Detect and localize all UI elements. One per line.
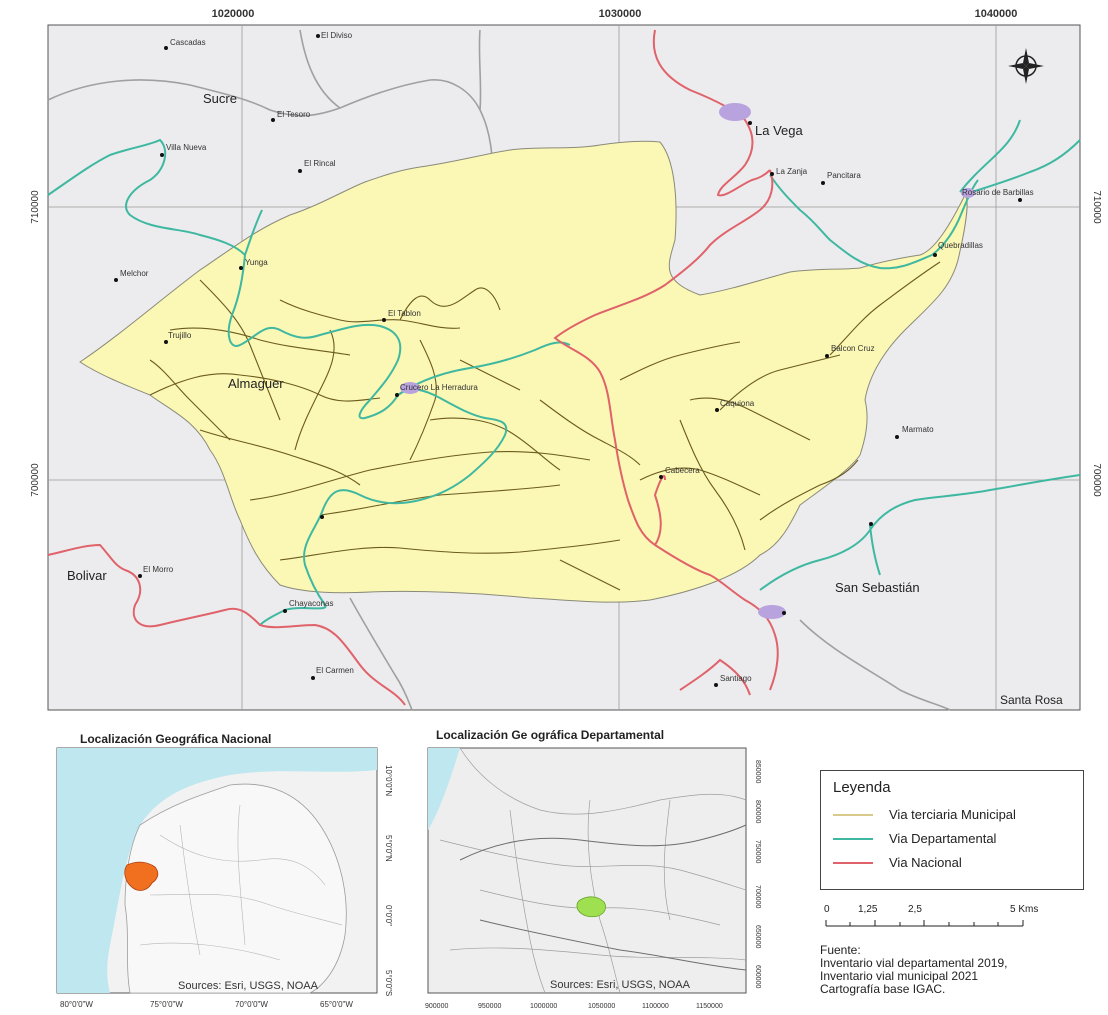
inset-national-rtick-1: 10°0'0"N xyxy=(384,765,393,796)
label-el-rincal: El Rincal xyxy=(304,159,336,168)
label-quebradillas: Quebradillas xyxy=(938,241,983,250)
label-penchera: Pancitara xyxy=(827,171,861,180)
inset-department-outline xyxy=(459,824,747,971)
label-el-morro: El Morro xyxy=(143,565,174,574)
inset-department-rtick-3: 750000 xyxy=(754,840,761,863)
label-villa-nueva: Villa Nueva xyxy=(166,143,207,152)
compass-icon xyxy=(1008,48,1044,84)
legend-title: Leyenda xyxy=(833,779,891,796)
legend-label-tertiary: Via terciaria Municipal xyxy=(889,807,1016,822)
label-el-tesoro: El Tesoro xyxy=(277,110,311,119)
label-crucero: Crucero La Herradura xyxy=(400,383,478,392)
departmental-roads xyxy=(47,119,1081,626)
inset-national-source: Sources: Esri, USGS, NOAA xyxy=(178,980,319,992)
right-tick-710000: 710000 xyxy=(1091,190,1102,224)
label-trujillo: Trujillo xyxy=(168,331,192,340)
scale-label-2: 2,5 xyxy=(908,904,922,915)
label-la-vega: La Vega xyxy=(755,123,803,138)
label-melchor: Melchor xyxy=(120,269,149,278)
label-santa-rosa: Santa Rosa xyxy=(1000,693,1063,707)
label-santiago: Santiago xyxy=(720,674,752,683)
source-line-3: Cartografía base IGAC. xyxy=(820,982,946,996)
urban-patches xyxy=(400,103,975,619)
scale-label-1: 1,25 xyxy=(858,904,878,915)
inset-national-rtick-4: 5°0'0"S xyxy=(384,970,393,996)
inset-department-highlight xyxy=(576,896,606,918)
inset-national-btick-4: 65°0'0"W xyxy=(320,1000,353,1009)
inset-department-btick-4: 1050000 xyxy=(588,1003,615,1010)
top-tick-3: 1040000 xyxy=(975,8,1018,20)
inset-national-highlight xyxy=(124,861,159,891)
legend-swatch-tertiary xyxy=(833,814,873,816)
label-caquiona: Caquiona xyxy=(720,399,755,408)
label-barbillas: Rosario de Barbillas xyxy=(962,188,1034,197)
inset-department-rtick-6: 600000 xyxy=(754,965,761,988)
label-el-diviso: El Diviso xyxy=(321,31,353,40)
inset-department-boundaries xyxy=(439,747,747,994)
inset-department-source: Sources: Esri, USGS, NOAA xyxy=(550,979,691,991)
inset-national-btick-3: 70°0'0"W xyxy=(235,1000,268,1009)
inset-national-rtick-3: 0°0'0" xyxy=(384,905,393,926)
scale-label-3: 5 Kms xyxy=(1010,904,1038,915)
inset-national-sea xyxy=(57,748,377,993)
municipal-boundaries xyxy=(47,29,951,711)
inset-national-country xyxy=(124,783,347,994)
source-heading: Fuente: xyxy=(820,943,861,957)
label-el-tablon: El Tablon xyxy=(388,309,421,318)
label-almaguer: Almaguer xyxy=(228,376,284,391)
label-marmato: Marmato xyxy=(902,425,934,434)
inset-national-btick-2: 75°0'0"W xyxy=(150,1000,183,1009)
inset-department-rtick-2: 800000 xyxy=(754,800,761,823)
label-bolivar: Bolivar xyxy=(67,568,107,583)
legend-label-departmental: Via Departamental xyxy=(889,831,997,846)
inset-national-rtick-2: 5°0'0"N xyxy=(384,835,393,862)
top-tick-1: 1020000 xyxy=(212,8,255,20)
label-chayaconas: Chayaconas xyxy=(289,599,333,608)
legend-label-national: Via Nacional xyxy=(889,855,962,870)
inset-department-btick-2: 950000 xyxy=(478,1003,501,1010)
inset-department-rtick-5: 650000 xyxy=(754,925,761,948)
legend: Leyenda Via terciaria Municipal Via Depa… xyxy=(820,770,1084,890)
national-roads xyxy=(47,29,779,706)
inset-national-title: Localización Geográfica Nacional xyxy=(80,732,272,746)
label-cascadas: Cascadas xyxy=(170,38,206,47)
source-line-2: Inventario vial municipal 2021 xyxy=(820,969,979,983)
label-cabecera: Cabecera xyxy=(665,466,700,475)
inset-department-map[interactable]: Sources: Esri, USGS, NOAA 850000 800000 … xyxy=(420,740,780,1015)
scale-bar: 0 1,25 2,5 5 Kms xyxy=(824,904,1038,927)
place-points xyxy=(114,34,1022,687)
scale-label-0: 0 xyxy=(824,904,830,915)
left-tick-700000: 700000 xyxy=(30,463,41,497)
label-sucre: Sucre xyxy=(203,91,237,106)
label-la-zanja: La Zanja xyxy=(776,167,808,176)
inset-national-departments xyxy=(139,804,343,961)
inset-department-btick-1: 900000 xyxy=(425,1003,448,1010)
right-tick-700000: 700000 xyxy=(1091,463,1102,497)
legend-swatch-departmental xyxy=(833,838,873,840)
inset-department-btick-3: 1000000 xyxy=(530,1003,557,1010)
almaguer-municipality[interactable] xyxy=(79,140,968,603)
inset-department-btick-6: 1150000 xyxy=(696,1003,723,1010)
inset-department-rtick-4: 700000 xyxy=(754,885,761,908)
inset-national-btick-1: 80°0'0"W xyxy=(60,1000,93,1009)
legend-swatch-national xyxy=(833,862,873,864)
source-line-1: Inventario vial departamental 2019, xyxy=(820,956,1008,970)
inset-department-btick-5: 1100000 xyxy=(642,1003,669,1010)
label-san-sebastian: San Sebastián xyxy=(835,580,920,595)
left-tick-710000: 710000 xyxy=(30,190,41,224)
main-map[interactable]: 1020000 1030000 1040000 710000 700000 71… xyxy=(0,0,1108,720)
label-yunga: Yunga xyxy=(245,258,268,267)
source-note: Fuente: Inventario vial departamental 20… xyxy=(820,944,1007,996)
label-balcon-cruz: Balcon Cruz xyxy=(831,344,875,353)
top-tick-2: 1030000 xyxy=(599,8,642,20)
tertiary-roads xyxy=(149,261,941,591)
inset-department-rtick-1: 850000 xyxy=(754,760,761,783)
label-el-carmen: El Carmen xyxy=(316,666,354,675)
inset-national-map[interactable]: Sources: Esri, USGS, NOAA 10°0'0"N 5°0'0… xyxy=(30,745,430,1015)
inset-department-sea xyxy=(428,748,460,830)
inset-department-title: Localización Ge ográfica Departamental xyxy=(436,728,665,742)
